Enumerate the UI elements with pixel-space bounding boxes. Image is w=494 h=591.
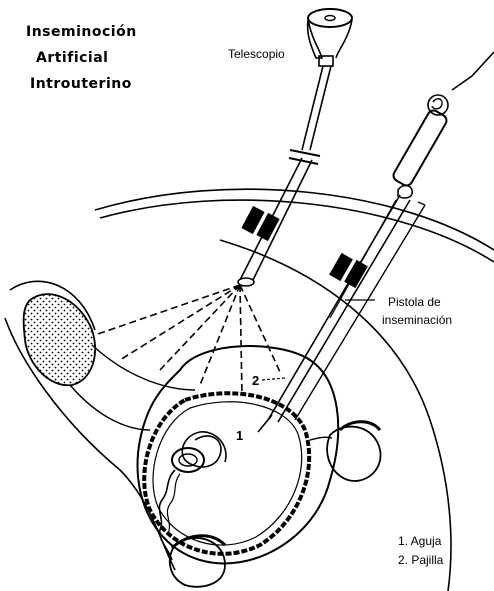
lower-ovary bbox=[170, 536, 225, 587]
marker-2: 2 bbox=[252, 373, 259, 388]
gun-label-line-2: inseminación bbox=[382, 313, 452, 327]
right-ovary bbox=[310, 422, 381, 481]
title-line-2: Artificial bbox=[36, 50, 108, 66]
legend-item-2: 2. Pajilla bbox=[398, 553, 444, 567]
title-line-3: Introuterino bbox=[30, 76, 132, 92]
title-line-1: Inseminoción bbox=[26, 24, 137, 40]
telescope-label: Telescopio bbox=[228, 47, 285, 61]
marker-1: 1 bbox=[236, 428, 243, 443]
abdominal-wall bbox=[95, 189, 494, 591]
legend-item-1: 1. Aguja bbox=[398, 534, 442, 548]
uterus bbox=[138, 346, 339, 563]
left-ovary bbox=[5, 281, 175, 570]
gun-label-line-1: Pistola de bbox=[388, 295, 441, 309]
